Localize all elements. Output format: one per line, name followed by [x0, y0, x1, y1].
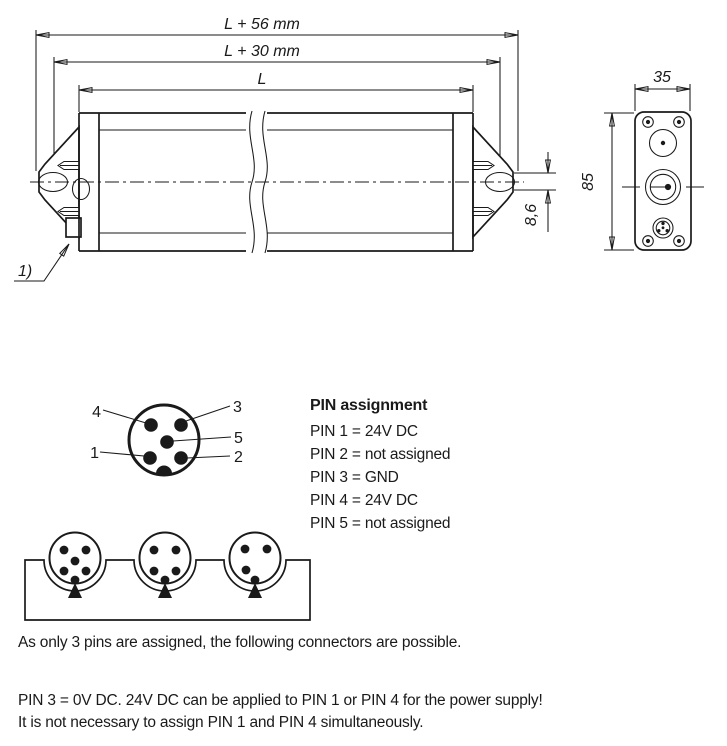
- connector-strip: [24, 531, 311, 621]
- pin-assignment-row: PIN 5 = not assigned: [310, 515, 451, 532]
- dim-mounting-label: L + 30 mm: [224, 43, 300, 60]
- keyway-dot: [70, 575, 80, 585]
- keyway-dot: [250, 575, 260, 585]
- dim-length-label: L: [258, 71, 267, 88]
- strip-connector-3pin: [228, 531, 282, 598]
- callout-label: 1): [18, 263, 32, 280]
- pin-assignment-title: PIN assignment: [310, 397, 428, 414]
- pin-3-dot: [174, 418, 188, 432]
- strip-connector-4pin: [138, 531, 192, 598]
- dimension-overall: L + 56 mm: [35, 16, 519, 39]
- callout-1: 1): [14, 243, 70, 282]
- pin-2-label: 2: [234, 449, 243, 466]
- power-note-line1: PIN 3 = 0V DC. 24V DC can be applied to …: [18, 692, 543, 709]
- pin-assignment-row: PIN 2 = not assigned: [310, 446, 451, 463]
- dimension-mounting: L + 30 mm: [53, 43, 501, 66]
- power-note: PIN 3 = 0V DC. 24V DC can be applied to …: [18, 690, 543, 734]
- dimension-length: L: [78, 71, 474, 94]
- end-housing: [634, 111, 692, 251]
- pin-assignment-row: PIN 3 = GND: [310, 469, 399, 486]
- corner-screws: [642, 116, 685, 247]
- keyway-dot: [160, 575, 170, 585]
- lower-connector: [652, 217, 674, 239]
- keyway-notch: [156, 465, 172, 474]
- dim-end-height-label: 85: [580, 173, 597, 191]
- keyway-triangle: [248, 583, 262, 598]
- strip-connector-5pin: [48, 531, 102, 598]
- connectors-note: As only 3 pins are assigned, the followi…: [18, 634, 462, 651]
- middle-connector: [622, 168, 704, 206]
- pin-5-label: 5: [234, 430, 243, 447]
- pin-assignment: PIN assignment PIN 1 = 24V DC PIN 2 = no…: [310, 394, 451, 535]
- dim-slot-height-label: 8,6: [523, 204, 540, 226]
- upper-boss-circle: [648, 128, 678, 158]
- main-side-view: L + 56 mm L + 30 mm L: [14, 16, 556, 282]
- pin-5-dot: [160, 435, 174, 449]
- keyway-triangle: [68, 583, 82, 598]
- keyway-triangle: [158, 583, 172, 598]
- pin-assignment-row: PIN 1 = 24V DC: [310, 423, 418, 440]
- pin-diagram: 4 3 5 1 2: [90, 399, 243, 477]
- dim-end-width-label: 35: [653, 69, 671, 86]
- connector-nub: [65, 217, 82, 238]
- pin-3-label: 3: [233, 399, 242, 416]
- dimension-end-height: 85: [580, 112, 634, 251]
- pin-2-dot: [174, 451, 188, 465]
- end-view: 35 85: [580, 69, 704, 251]
- cap-socket-circle: [71, 177, 91, 201]
- pin-assignment-row: PIN 4 = 24V DC: [310, 492, 418, 509]
- pin-leaders: [99, 405, 232, 459]
- pin-1-label: 1: [90, 445, 99, 462]
- dimension-end-width: 35: [634, 69, 691, 111]
- pin-4-dot: [144, 418, 158, 432]
- power-note-line2: It is not necessary to assign PIN 1 and …: [18, 714, 424, 731]
- pin-4-label: 4: [92, 404, 101, 421]
- break-line: [249, 110, 255, 254]
- pin-1-dot: [143, 451, 157, 465]
- connector-face: [127, 403, 201, 477]
- dimension-slot-height: 8,6: [514, 152, 556, 232]
- dim-overall-label: L + 56 mm: [224, 16, 300, 33]
